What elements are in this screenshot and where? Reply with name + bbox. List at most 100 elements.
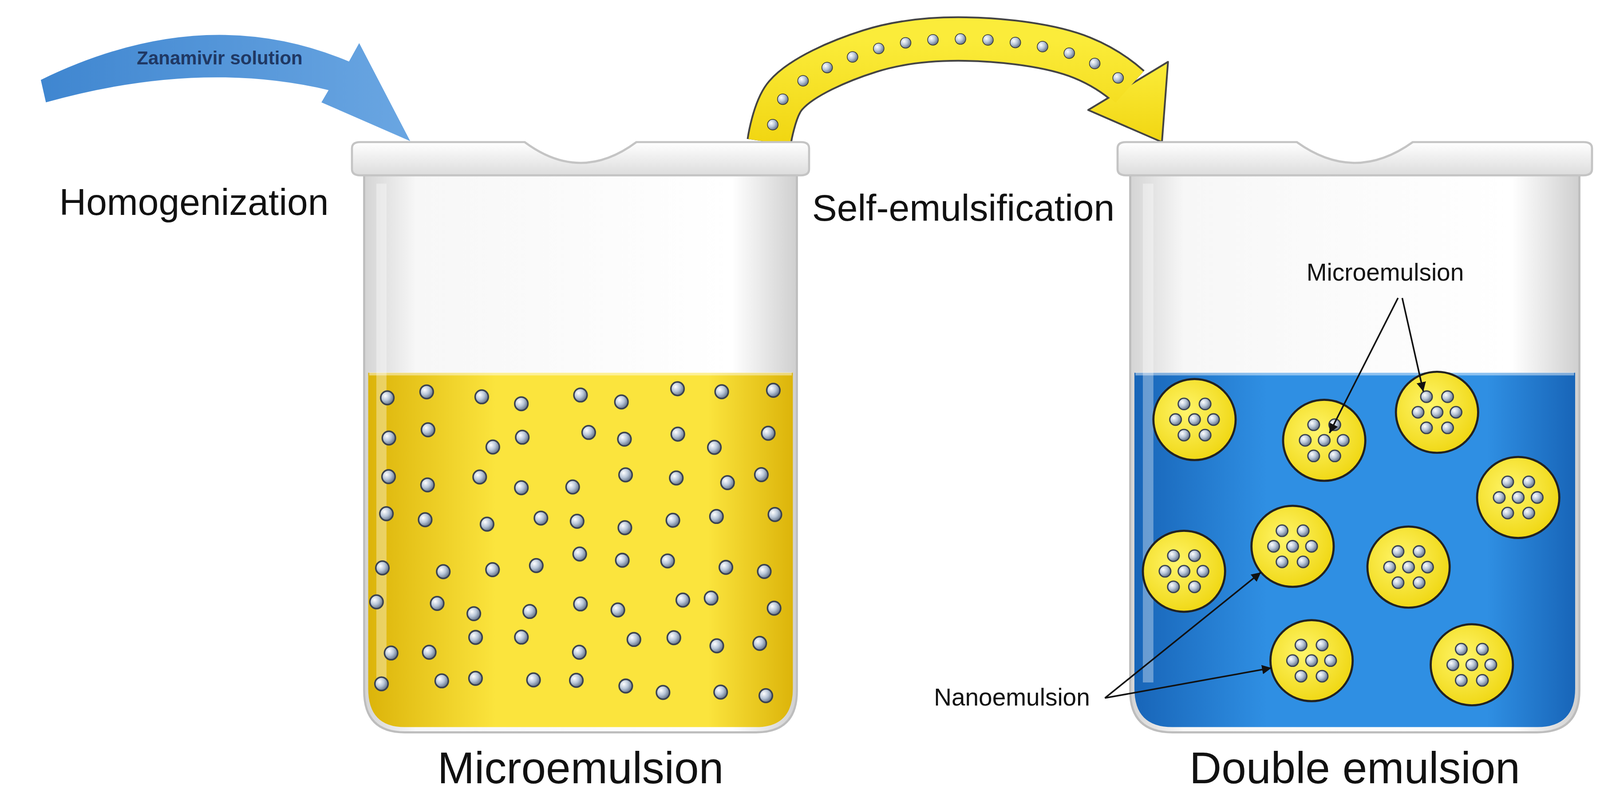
- droplet: [375, 560, 390, 575]
- globule-outline: [1283, 399, 1366, 481]
- inner-droplet: [1531, 491, 1543, 504]
- droplet: [669, 470, 684, 485]
- droplet: [523, 604, 537, 618]
- droplet: [714, 685, 728, 699]
- inner-droplet: [1441, 391, 1454, 403]
- beaker: Microemulsion: [351, 142, 810, 792]
- globule-outline: [1367, 526, 1450, 608]
- droplet: [382, 430, 396, 445]
- arrow-label: Zanamivir solution: [136, 47, 303, 69]
- process-arrow: [767, 33, 1169, 143]
- arrow-droplet: [1063, 47, 1075, 59]
- arrow-droplet: [1089, 58, 1101, 69]
- inner-droplet: [1412, 406, 1424, 419]
- inner-droplet: [1305, 540, 1318, 553]
- inner-droplet: [1169, 413, 1182, 426]
- inner-droplet: [1455, 674, 1467, 686]
- droplet: [384, 645, 398, 660]
- droplet: [614, 395, 629, 409]
- droplet: [676, 592, 690, 607]
- globule-outline: [1142, 530, 1225, 612]
- droplet: [382, 469, 396, 483]
- arrow-droplet: [797, 75, 809, 87]
- arrow-droplet: [1112, 72, 1124, 84]
- arrow-droplet: [873, 43, 885, 54]
- droplet: [572, 645, 586, 659]
- inner-droplet: [1420, 391, 1433, 403]
- inner-droplet: [1188, 580, 1201, 593]
- inner-droplet: [1199, 398, 1211, 410]
- droplet: [709, 509, 723, 523]
- droplet: [615, 553, 629, 567]
- droplet: [515, 430, 530, 444]
- droplet: [768, 507, 782, 522]
- liquid-surface: [369, 371, 792, 376]
- leader-line: [1402, 297, 1424, 392]
- droplet: [486, 440, 500, 454]
- beaker-glass: [363, 171, 797, 733]
- droplet: [704, 591, 718, 605]
- droplet: [618, 520, 632, 534]
- droplet: [369, 594, 384, 609]
- liquid-surface: [1135, 371, 1574, 376]
- globule-outline: [1270, 620, 1353, 702]
- inner-droplet: [1295, 639, 1307, 651]
- droplet: [720, 475, 735, 490]
- droplet: [380, 391, 395, 405]
- droplet: [719, 560, 733, 574]
- inner-droplet: [1446, 658, 1459, 671]
- oil-globule: [1367, 526, 1450, 608]
- beaker-liquid: [368, 372, 794, 727]
- oil-globule: [1477, 456, 1560, 538]
- inner-droplet: [1188, 549, 1201, 562]
- inner-droplet: [1178, 429, 1190, 441]
- inner-droplet: [1493, 491, 1506, 504]
- droplet: [767, 601, 781, 615]
- droplet: [671, 381, 685, 396]
- droplet: [573, 387, 588, 402]
- droplet: [468, 671, 482, 685]
- droplet: [656, 685, 670, 699]
- oil-globule: [1270, 620, 1353, 702]
- inner-droplet: [1337, 434, 1349, 447]
- inner-droplet: [1286, 654, 1299, 667]
- inner-droplet: [1413, 576, 1425, 589]
- beaker: Double emulsion: [1117, 142, 1593, 792]
- inner-droplet: [1485, 658, 1497, 671]
- inner-droplet: [1207, 413, 1220, 426]
- inner-droplet: [1307, 418, 1320, 431]
- droplet: [569, 673, 584, 687]
- inner-droplet: [1449, 406, 1462, 419]
- droplet: [529, 558, 543, 573]
- droplet: [514, 396, 529, 411]
- droplet: [379, 506, 394, 521]
- inner-droplet: [1455, 643, 1467, 655]
- beaker-rim: [351, 142, 810, 176]
- callout-label: Microemulsion: [1306, 258, 1465, 287]
- beaker-illustration: [351, 142, 810, 735]
- inner-droplet: [1167, 549, 1180, 562]
- inner-droplet: [1392, 545, 1404, 558]
- inner-droplet: [1305, 654, 1318, 667]
- arrow-droplet: [767, 119, 779, 131]
- feed-arrow: [40, 35, 411, 142]
- droplet: [485, 562, 500, 577]
- arrow-droplet: [955, 33, 966, 45]
- callout-label: Nanoemulsion: [933, 683, 1091, 712]
- droplet: [430, 596, 444, 610]
- arrow-droplet: [777, 93, 789, 105]
- droplet: [667, 630, 681, 644]
- droplet: [418, 512, 432, 526]
- droplet: [611, 603, 625, 617]
- droplet: [761, 426, 775, 440]
- droplet: [617, 432, 632, 446]
- droplet: [573, 596, 588, 611]
- globule-outline: [1395, 371, 1478, 453]
- glass-highlight: [1142, 183, 1154, 683]
- droplet: [757, 564, 771, 578]
- droplet: [572, 547, 587, 561]
- droplet: [570, 514, 584, 528]
- droplet: [671, 427, 685, 441]
- inner-droplet: [1286, 540, 1299, 553]
- inner-droplet: [1178, 565, 1190, 577]
